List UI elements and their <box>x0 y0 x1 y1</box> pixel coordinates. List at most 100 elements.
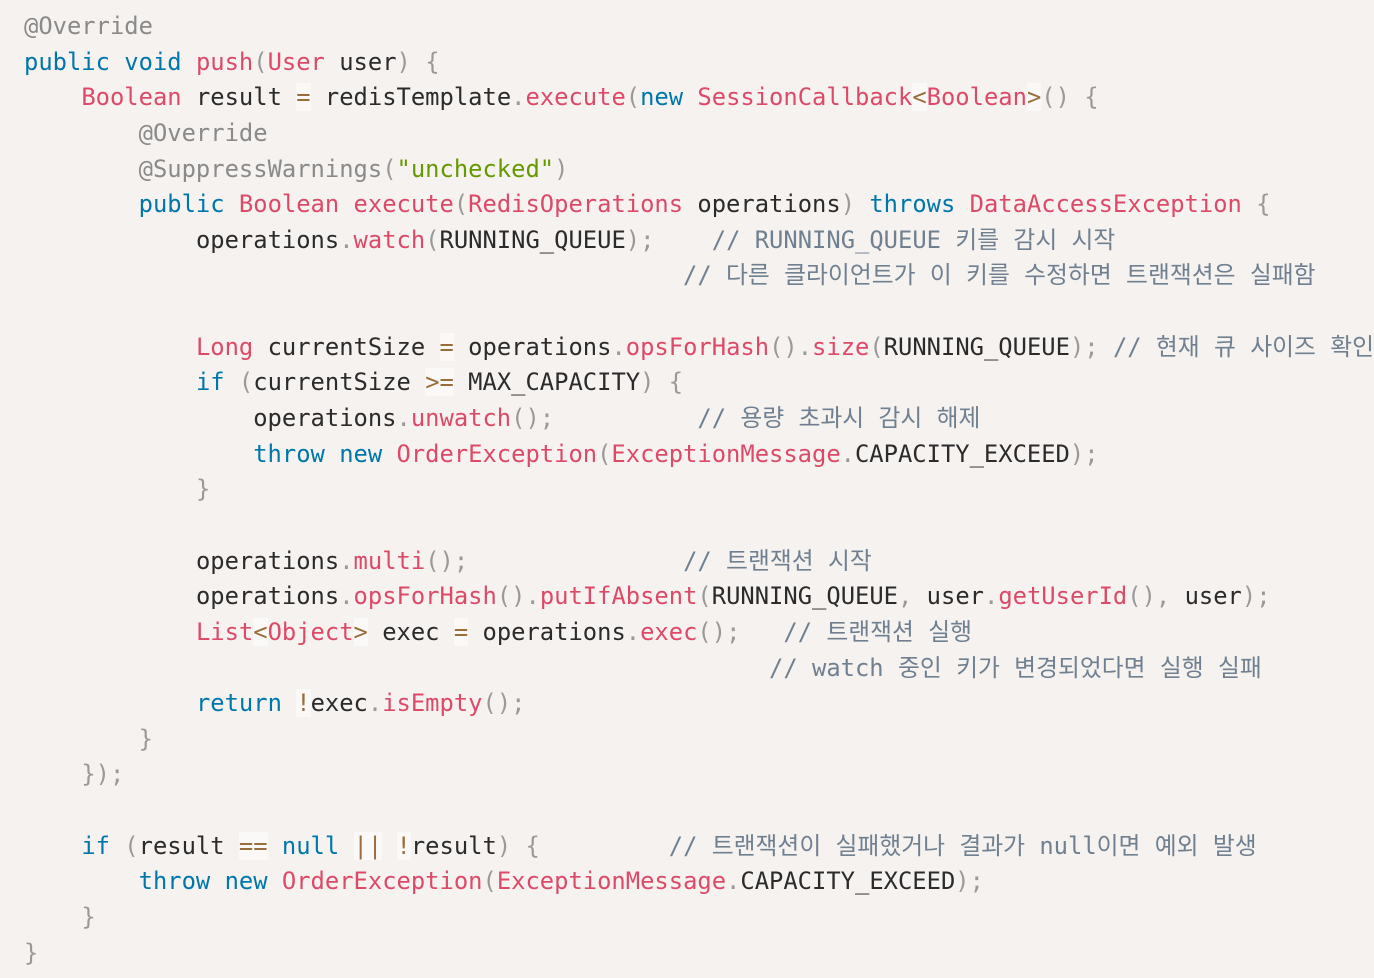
annotation: @Override <box>24 12 153 40</box>
punctuation: ( <box>496 582 512 611</box>
code-text <box>110 832 124 860</box>
comment: // 현재 큐 사이즈 확인 <box>1112 332 1374 361</box>
class-name: Boolean <box>81 83 182 112</box>
keyword: if <box>195 368 225 397</box>
operator: = <box>453 617 469 646</box>
code-text <box>24 582 196 610</box>
punctuation: . <box>511 83 526 112</box>
punctuation: ( <box>511 404 526 433</box>
punctuation: ; <box>1084 332 1099 361</box>
code-line: }); <box>24 757 1374 793</box>
code-text <box>411 368 425 396</box>
class-name: Boolean <box>238 190 340 219</box>
comment: // watch 중인 키가 변경되었다면 실행 실패 <box>769 653 1262 682</box>
punctuation: ) <box>1141 582 1156 611</box>
code-line: // watch 중인 키가 변경되었다면 실행 실패 <box>24 651 1374 687</box>
annotation: @Override <box>138 118 268 147</box>
code-text <box>225 368 239 396</box>
code-line: Long currentSize = operations.opsForHash… <box>24 330 1374 366</box>
punctuation: } <box>81 903 96 932</box>
code-text <box>24 155 139 183</box>
code-text <box>1242 190 1256 218</box>
code-text <box>683 190 697 218</box>
code-text <box>24 618 196 646</box>
function-name: execute <box>525 83 626 112</box>
punctuation: . <box>367 689 383 718</box>
keyword: return <box>195 689 282 718</box>
code-text: MAX_CAPACITY <box>468 368 641 397</box>
code-text: operations <box>482 617 626 646</box>
punctuation: ( <box>769 332 784 361</box>
code-text: operations <box>195 582 340 611</box>
code-text <box>24 867 139 895</box>
code-line <box>24 793 1374 829</box>
punctuation: . <box>625 617 641 646</box>
code-text <box>253 333 267 361</box>
code-text <box>654 226 711 254</box>
code-line: } <box>24 900 1374 936</box>
code-text <box>24 654 769 682</box>
code-text: user <box>926 582 984 611</box>
code-text <box>24 333 196 361</box>
code-line: if (result == null || !result) { // 트랜잭션… <box>24 829 1374 865</box>
code-line: public Boolean execute(RedisOperations o… <box>24 187 1374 223</box>
code-text <box>1099 333 1113 361</box>
operator: = <box>439 332 454 361</box>
function-name: opsForHash <box>353 582 497 611</box>
punctuation: { <box>1256 190 1271 219</box>
punctuation: ) <box>95 760 110 789</box>
code-text: CAPACITY_EXCEED <box>740 867 956 896</box>
operator: = <box>296 83 311 112</box>
code-text <box>740 618 783 646</box>
code-text: operations <box>195 546 340 575</box>
punctuation: ) <box>525 404 540 433</box>
class-name: Long <box>195 332 254 361</box>
punctuation: ; <box>969 867 984 896</box>
code-line: } <box>24 722 1374 758</box>
punctuation: ) <box>496 689 512 718</box>
punctuation: ) <box>496 831 512 860</box>
operator: == <box>238 831 268 860</box>
code-text <box>468 547 683 575</box>
code-line: List<Object> exec = operations.exec(); /… <box>24 615 1374 651</box>
code-text <box>325 48 339 76</box>
code-text: RUNNING_QUEUE <box>711 582 899 611</box>
punctuation: ) <box>439 546 454 575</box>
punctuation: ; <box>726 617 741 646</box>
punctuation: } <box>24 938 39 967</box>
code-text <box>24 475 196 503</box>
code-text: user <box>339 47 397 76</box>
code-text <box>24 725 139 753</box>
class-name: DataAccessException <box>969 190 1242 219</box>
code-text: result <box>138 831 225 860</box>
operator: ! <box>396 831 411 860</box>
punctuation: ( <box>1041 83 1056 112</box>
punctuation: . <box>983 582 999 611</box>
keyword: new <box>339 439 383 468</box>
class-name: ExceptionMessage <box>611 439 841 468</box>
code-text <box>182 48 196 76</box>
punctuation: } <box>81 760 96 789</box>
code-text <box>110 48 124 76</box>
code-line: operations.unwatch(); // 용량 초과시 감시 해제 <box>24 401 1374 437</box>
operator: < <box>912 83 927 112</box>
code-text <box>411 48 425 76</box>
code-text <box>540 832 669 860</box>
code-text: redisTemplate <box>324 83 512 112</box>
punctuation: , <box>898 582 913 611</box>
punctuation: ) <box>1241 582 1257 611</box>
code-text: result <box>410 831 497 860</box>
punctuation: ( <box>124 831 139 860</box>
code-line: operations.watch(RUNNING_QUEUE); // RUNN… <box>24 223 1374 259</box>
code-text: user <box>1184 582 1242 611</box>
code-text <box>368 618 382 646</box>
punctuation: } <box>138 724 153 753</box>
code-text <box>282 83 296 111</box>
function-name: exec <box>640 617 698 646</box>
keyword: throws <box>869 190 956 219</box>
code-text <box>268 832 282 860</box>
punctuation: , <box>1155 582 1171 611</box>
string-literal: "unchecked" <box>396 154 555 183</box>
punctuation: . <box>726 867 741 896</box>
code-line: @SuppressWarnings("unchecked") <box>24 152 1374 188</box>
